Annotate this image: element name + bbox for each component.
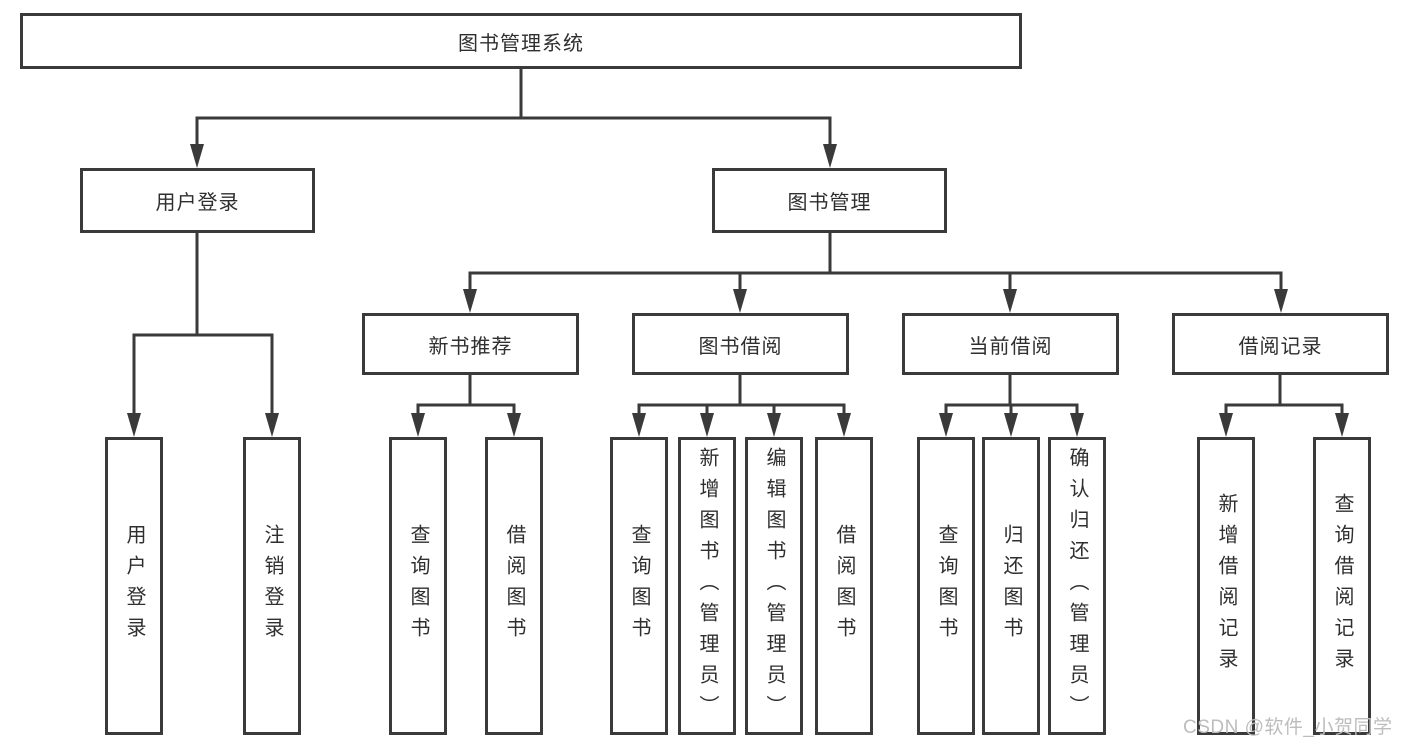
- node-borrowing-records: 借阅记录: [1172, 313, 1389, 375]
- node-label: 图书管理系统: [458, 32, 584, 55]
- arrowheads: [127, 144, 1349, 437]
- node-leaf-query-books-recommend: 查询图书: [389, 437, 447, 735]
- node-user-login: 用户登录: [80, 168, 315, 233]
- node-label: 用户登录: [155, 192, 240, 214]
- node-leaf-return-books: 归还图书: [982, 437, 1040, 735]
- node-leaf-add-books-admin: 新增图书（管理员）: [678, 437, 736, 735]
- node-leaf-query-books-current: 查询图书: [917, 437, 975, 735]
- node-book-borrowing: 图书借阅: [632, 313, 849, 375]
- node-leaf-borrow-books: 借阅图书: [815, 437, 873, 735]
- node-label: 确认归还（管理员）: [1066, 446, 1088, 726]
- node-leaf-query-books-borrowing: 查询图书: [610, 437, 668, 735]
- node-leaf-edit-books-admin: 编辑图书（管理员）: [745, 437, 803, 735]
- node-label: 图书借阅: [698, 335, 783, 358]
- node-label: 借阅图书: [833, 524, 855, 648]
- node-leaf-borrow-books-recommend: 借阅图书: [485, 437, 543, 735]
- node-current-borrowing: 当前借阅: [902, 313, 1119, 375]
- node-new-book-recommend: 新书推荐: [362, 313, 579, 375]
- node-label: 编辑图书（管理员）: [763, 446, 785, 726]
- node-book-management: 图书管理: [712, 168, 947, 233]
- node-label: 借阅图书: [503, 524, 525, 648]
- node-leaf-logout: 注销登录: [243, 437, 301, 735]
- node-label: 归还图书: [1000, 524, 1022, 648]
- node-label: 借阅记录: [1238, 335, 1323, 358]
- node-label: 用户登录: [123, 524, 145, 648]
- node-label: 查询图书: [628, 524, 650, 648]
- node-leaf-user-login: 用户登录: [105, 437, 163, 735]
- node-root-library-management-system: 图书管理系统: [20, 13, 1022, 69]
- node-label: 查询图书: [407, 524, 429, 648]
- node-label: 查询图书: [935, 524, 957, 648]
- node-label: 当前借阅: [968, 335, 1053, 358]
- node-label: 新书推荐: [428, 335, 513, 358]
- csdn-watermark: CSDN @软件_小贺同学: [1183, 717, 1393, 738]
- node-label: 新增借阅记录: [1215, 493, 1237, 679]
- node-leaf-query-borrow-record: 查询借阅记录: [1313, 437, 1371, 735]
- node-label: 注销登录: [261, 524, 283, 648]
- node-leaf-add-borrow-record: 新增借阅记录: [1197, 437, 1255, 735]
- node-leaf-confirm-return-admin: 确认归还（管理员）: [1048, 437, 1106, 735]
- node-label: 新增图书（管理员）: [696, 446, 718, 726]
- node-label: 查询借阅记录: [1331, 493, 1353, 679]
- node-label: 图书管理: [787, 192, 872, 214]
